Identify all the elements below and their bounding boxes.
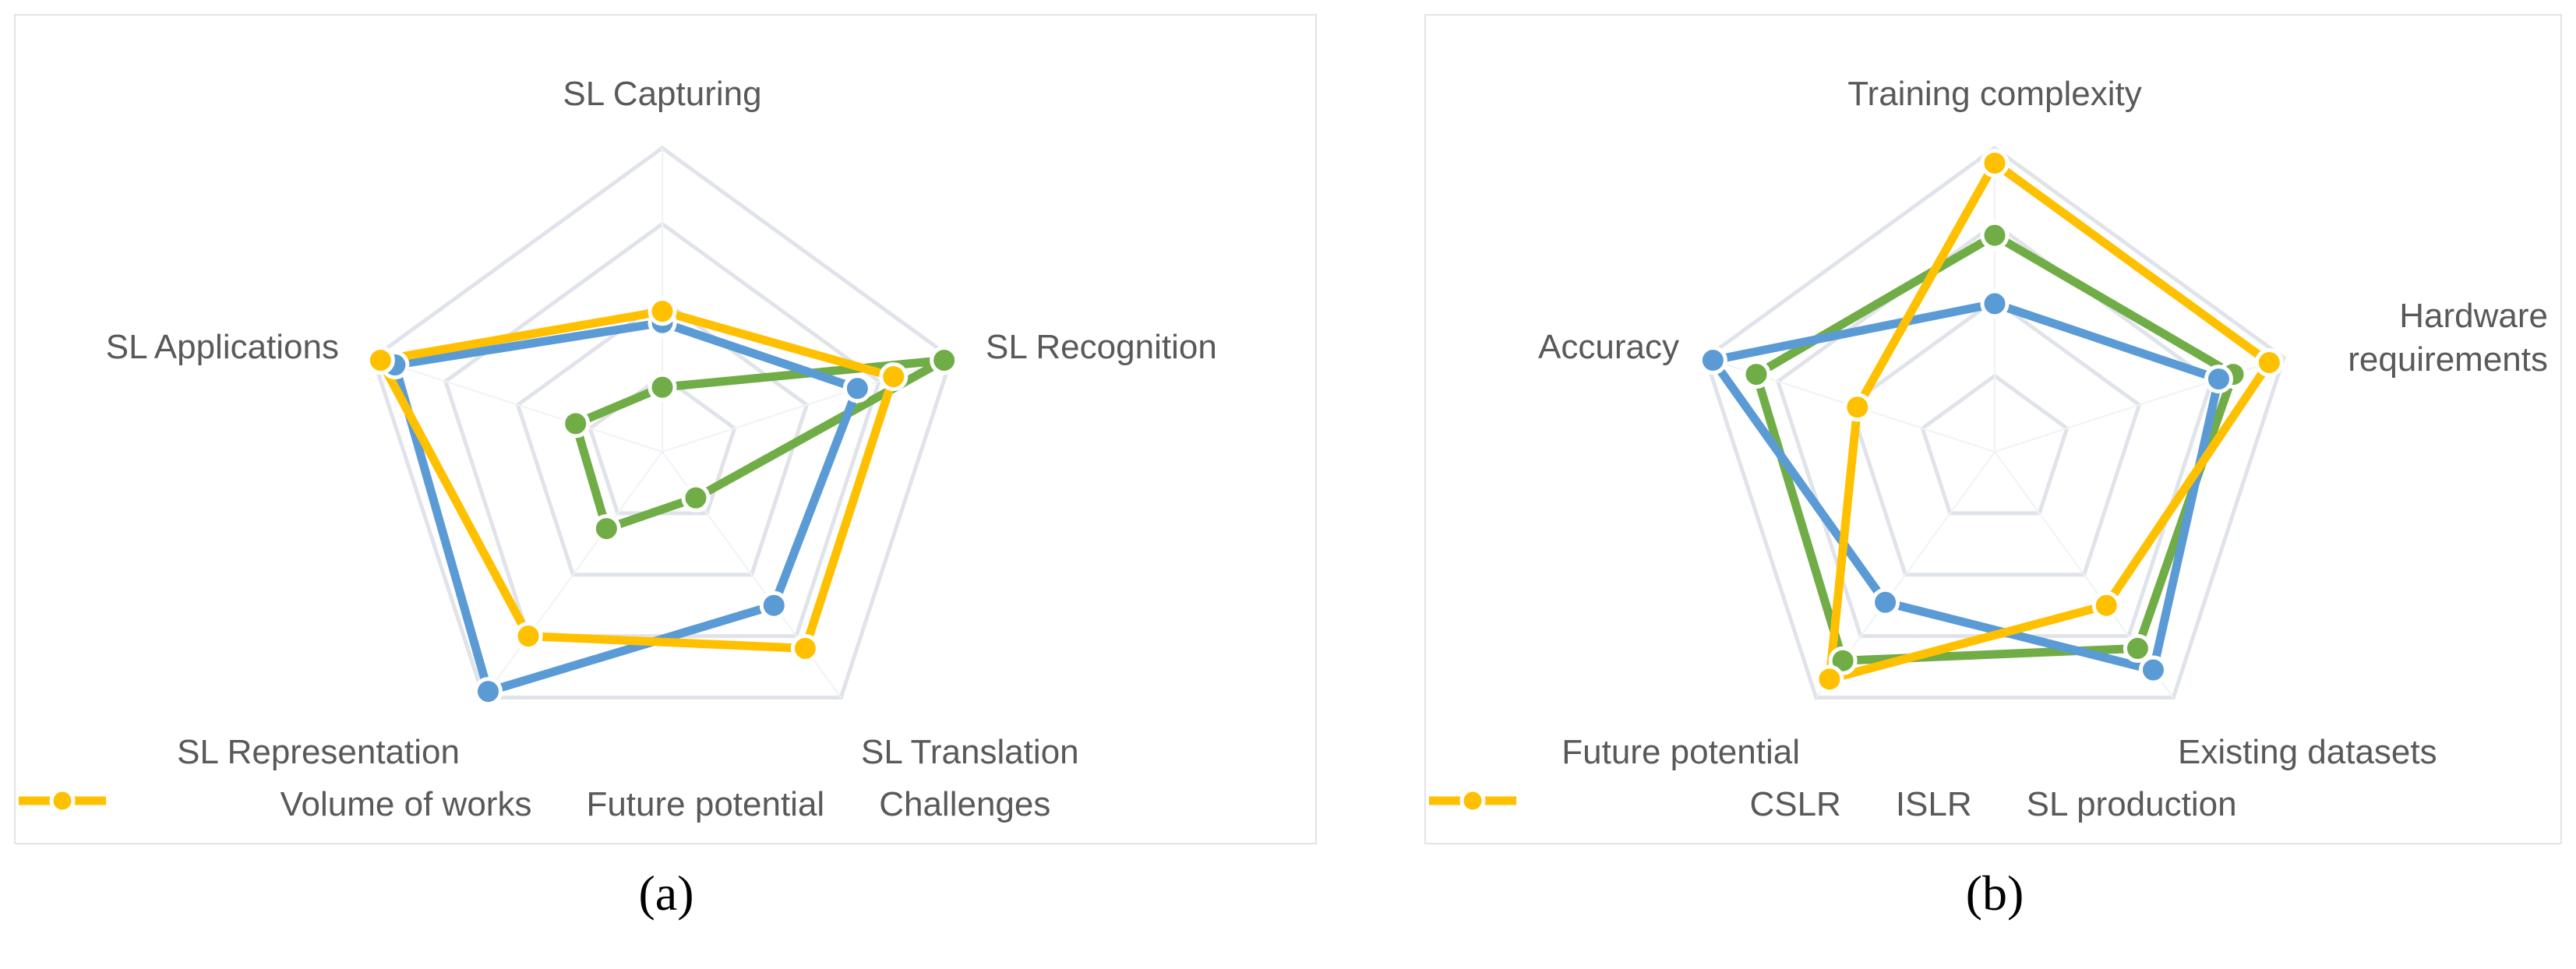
- data-point-volume-of-works-sl-capturing: [648, 372, 677, 402]
- caption-b: (b): [1965, 865, 2024, 921]
- legend-item-islr: ISLR: [1429, 785, 1972, 824]
- legend-item-volume-of-works: Volume of works: [19, 785, 532, 824]
- data-point-volume-of-works-sl-translation: [681, 483, 711, 513]
- data-point-volume-of-works-sl-recognition: [930, 345, 959, 375]
- series-sl-production: [1825, 159, 2274, 684]
- axis-label-sl-capturing: SL Capturing: [563, 75, 761, 113]
- data-point-future-potential-sl-recognition: [842, 374, 872, 403]
- legend-b: CSLR ISLR SL production: [1426, 785, 2560, 824]
- data-point-sl-production-training-complexity: [1980, 149, 2010, 178]
- grid-ring: [371, 145, 954, 700]
- series-cslr: [1752, 231, 2238, 665]
- data-point-cslr-existing-datasets: [2123, 633, 2152, 663]
- markers-volume-of-works: [561, 345, 959, 544]
- legend-item-cslr: CSLR: [1429, 785, 1841, 824]
- markers-islr: [1698, 289, 2233, 685]
- legend-label: ISLR: [1895, 785, 1972, 823]
- grid-spoke: [482, 451, 663, 699]
- series-line-islr: [1708, 299, 2223, 675]
- markers-sl-production: [1815, 149, 2284, 694]
- data-point-islr-future-potential: [1871, 587, 1900, 617]
- data-point-challenges-sl-translation: [790, 633, 820, 663]
- series-line-cslr: [1752, 231, 2238, 665]
- grid-ring: [1847, 297, 2142, 577]
- legend-item-challenges: Challenges: [19, 785, 1051, 824]
- axis-label-future-potential: Future potential: [1561, 733, 1800, 771]
- axis-label-accuracy: Accuracy: [1538, 328, 1679, 366]
- data-point-cslr-accuracy: [1741, 360, 1771, 389]
- data-point-sl-production-accuracy: [1843, 393, 1872, 422]
- data-point-sl-production-hardware-requirements: [2254, 348, 2284, 378]
- legend-label: Future potential: [586, 785, 825, 823]
- data-point-islr-accuracy: [1698, 345, 1727, 375]
- data-point-future-potential-sl-representation: [473, 677, 503, 706]
- axis-label-training-complexity: Training complexity: [1847, 75, 2141, 113]
- axis-label-sl-recognition: SL Recognition: [986, 328, 1217, 366]
- data-point-cslr-training-complexity: [1980, 220, 2010, 250]
- series-challenges: [376, 307, 898, 653]
- legend-a: Volume of works Future potential Challenge…: [16, 785, 1315, 824]
- data-point-sl-production-future-potential: [1815, 664, 1844, 694]
- series-line-challenges: [376, 307, 898, 653]
- axis-label-sl-applications: SL Applications: [106, 328, 339, 366]
- data-point-challenges-sl-representation: [513, 622, 543, 651]
- axis-label-sl-translation: SL Translation: [861, 733, 1079, 771]
- grid-ring: [1920, 373, 2070, 516]
- legend-swatch-sl-production: [1429, 788, 1516, 814]
- data-point-challenges-sl-recognition: [879, 362, 909, 392]
- axis-label-existing-datasets: Existing datasets: [2178, 733, 2437, 771]
- legend-label: Challenges: [879, 785, 1051, 823]
- legend-item-sl-production: SL production: [1429, 785, 2237, 824]
- data-point-islr-training-complexity: [1980, 289, 2010, 319]
- data-point-sl-production-existing-datasets: [2091, 590, 2121, 620]
- series-line-future-potential: [390, 318, 862, 696]
- data-point-islr-existing-datasets: [2138, 655, 2168, 685]
- data-point-challenges-sl-capturing: [648, 297, 677, 326]
- markers-challenges: [365, 297, 909, 663]
- series-future-potential: [390, 318, 862, 696]
- grid-ring: [515, 297, 810, 577]
- data-point-volume-of-works-sl-applications: [561, 409, 591, 439]
- radar-chart-a: SL Capturing SL Recognition SL Translation…: [106, 75, 1217, 771]
- series-line-sl-production: [1825, 159, 2274, 684]
- caption-a: (a): [638, 865, 694, 921]
- legend-label: CSLR: [1749, 785, 1841, 823]
- data-point-volume-of-works-sl-representation: [591, 514, 621, 544]
- grid-spoke: [372, 357, 663, 453]
- data-point-challenges-sl-applications: [365, 345, 395, 375]
- radar-grid: [371, 145, 954, 700]
- legend-item-future-potential: Future potential: [19, 785, 825, 824]
- legend-label: Volume of works: [280, 785, 532, 823]
- grid-ring: [1703, 145, 2286, 700]
- data-point-future-potential-sl-translation: [759, 590, 789, 620]
- chart-panel-a: SL Capturing SL Recognition SL Translation…: [14, 14, 1317, 844]
- legend-label: SL production: [2026, 785, 2237, 823]
- legend-swatch-challenges: [19, 788, 106, 814]
- data-point-islr-hardware-requirements: [2204, 365, 2233, 394]
- axis-label-sl-representation: SL Representation: [177, 733, 460, 771]
- series-islr: [1708, 299, 2223, 675]
